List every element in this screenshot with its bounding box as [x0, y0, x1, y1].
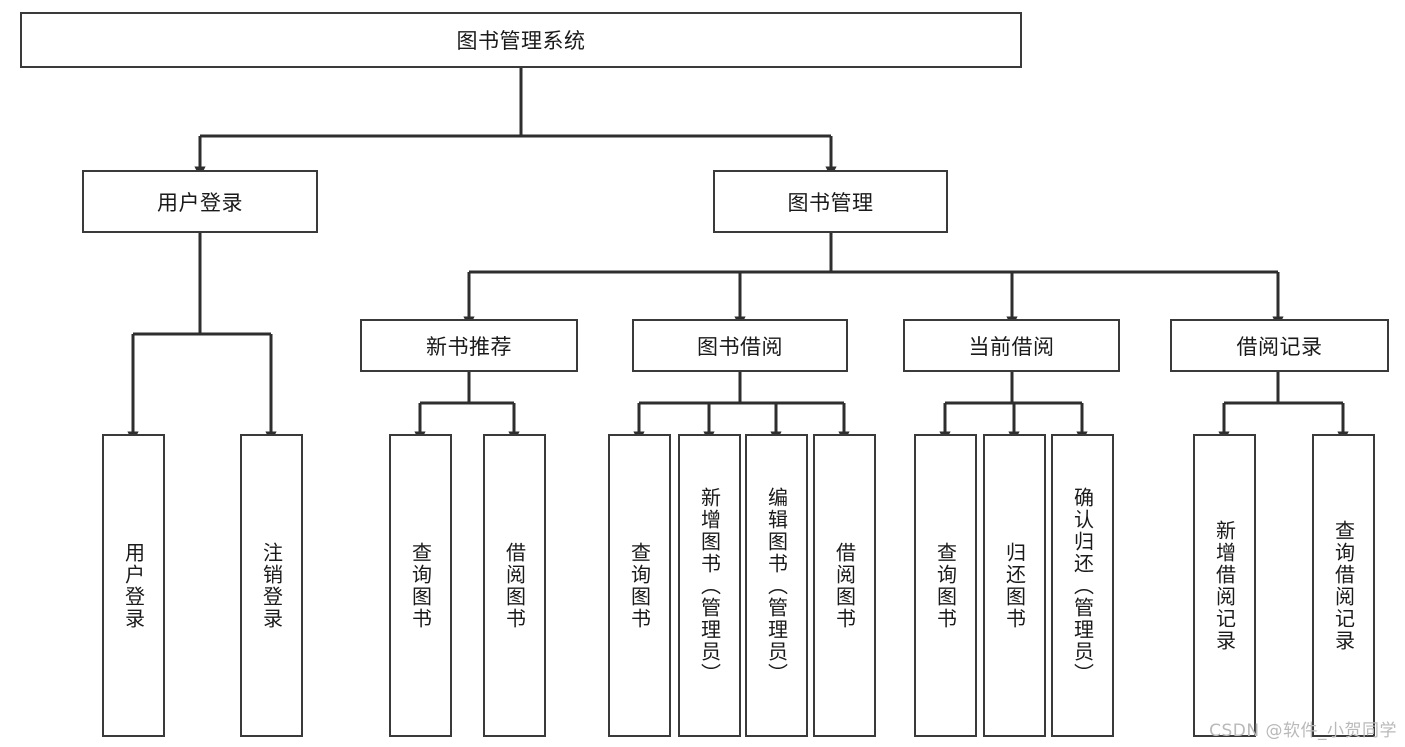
watermark: CSDN @软件_小贺同学 [1209, 721, 1397, 741]
node-book-borrow-label: 图书借阅 [697, 334, 783, 359]
node-user-login-label: 用户登录 [157, 190, 243, 215]
leaf-add-borrow-record-label: 新增借阅记录 [1212, 519, 1237, 652]
leaf-logout-label: 注销登录 [259, 541, 284, 630]
leaf-add-book[interactable]: 新增图书（管理员） [678, 434, 741, 737]
node-book-manage-label: 图书管理 [787, 190, 874, 215]
leaf-confirm-return[interactable]: 确认归还（管理员） [1051, 434, 1114, 737]
leaf-query-borrow-record-label: 查询借阅记录 [1331, 519, 1356, 652]
leaf-query-book-borrow-label: 查询图书 [627, 541, 652, 630]
node-current-borrow[interactable]: 当前借阅 [903, 319, 1120, 372]
node-user-login[interactable]: 用户登录 [82, 170, 318, 233]
node-new-book-recommend-label: 新书推荐 [426, 334, 512, 359]
node-borrow-record-label: 借阅记录 [1236, 334, 1323, 359]
leaf-query-book-recommend[interactable]: 查询图书 [389, 434, 452, 737]
leaf-add-borrow-record[interactable]: 新增借阅记录 [1193, 434, 1256, 737]
node-new-book-recommend[interactable]: 新书推荐 [360, 319, 578, 372]
leaf-edit-book-label: 编辑图书（管理员） [764, 486, 789, 685]
node-book-manage[interactable]: 图书管理 [713, 170, 948, 233]
leaf-logout[interactable]: 注销登录 [240, 434, 303, 737]
leaf-user-login-label: 用户登录 [121, 541, 146, 630]
leaf-query-book-current[interactable]: 查询图书 [914, 434, 977, 737]
leaf-query-book-recommend-label: 查询图书 [408, 541, 433, 630]
node-book-borrow[interactable]: 图书借阅 [632, 319, 848, 372]
leaf-add-book-label: 新增图书（管理员） [697, 486, 722, 685]
leaf-edit-book[interactable]: 编辑图书（管理员） [745, 434, 808, 737]
leaf-return-book[interactable]: 归还图书 [983, 434, 1046, 737]
leaf-borrow-book-recommend[interactable]: 借阅图书 [483, 434, 546, 737]
leaf-query-borrow-record[interactable]: 查询借阅记录 [1312, 434, 1375, 737]
leaf-confirm-return-label: 确认归还（管理员） [1070, 486, 1095, 685]
leaf-query-book-borrow[interactable]: 查询图书 [608, 434, 671, 737]
leaf-user-login[interactable]: 用户登录 [102, 434, 165, 737]
leaf-borrow-book-label: 借阅图书 [832, 541, 857, 630]
node-root[interactable]: 图书管理系统 [20, 12, 1022, 68]
node-borrow-record[interactable]: 借阅记录 [1170, 319, 1389, 372]
node-current-borrow-label: 当前借阅 [968, 334, 1055, 359]
leaf-return-book-label: 归还图书 [1002, 541, 1027, 630]
node-root-label: 图书管理系统 [456, 29, 586, 53]
leaf-borrow-book-recommend-label: 借阅图书 [502, 541, 527, 630]
leaf-query-book-current-label: 查询图书 [933, 541, 958, 630]
leaf-borrow-book[interactable]: 借阅图书 [813, 434, 876, 737]
